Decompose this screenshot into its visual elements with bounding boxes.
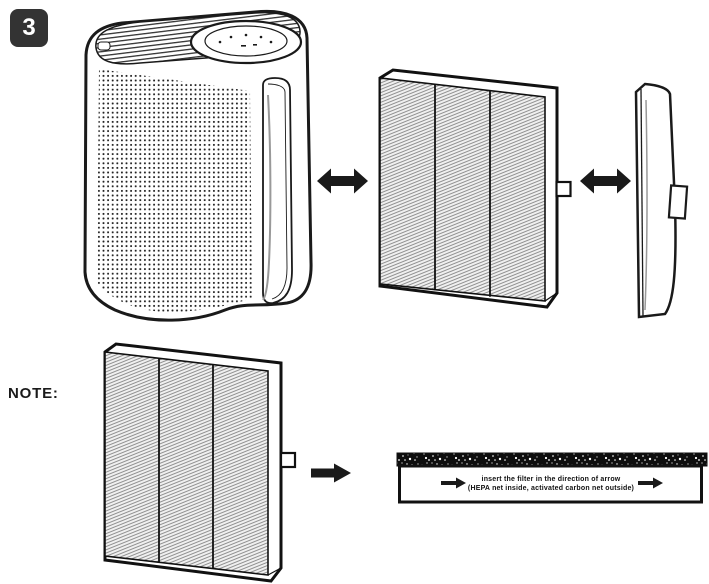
purifier-door-inner-line (267, 83, 288, 300)
control-panel (189, 19, 303, 65)
cover-pull-tab (667, 184, 689, 220)
swap-arrow-right-icon (580, 168, 631, 194)
box-arrow-left-icon (441, 477, 466, 489)
box-arrow-right-icon (638, 477, 663, 489)
instruction-box (398, 464, 703, 504)
insert-arrow-icon (311, 463, 351, 483)
note-filter-pull-tab (279, 451, 297, 469)
purifier-top-latch (97, 41, 111, 51)
filter-panel-illustration (378, 68, 572, 309)
filter-pull-tab (555, 180, 572, 198)
step-number-badge: 3 (10, 9, 48, 47)
carbon-net-bar (396, 452, 708, 467)
filter-edge-line (544, 292, 558, 302)
filter-front-face (379, 77, 546, 302)
note-filter-front-face (104, 351, 269, 576)
note-label: NOTE: (8, 385, 59, 402)
note-filter-edge-line (267, 567, 282, 576)
swap-arrow-left-icon (317, 168, 368, 194)
cover-front-edge (640, 88, 644, 317)
instruction-line-1: insert the filter in the direction of ar… (481, 475, 621, 483)
control-button-icons (218, 33, 273, 47)
instruction-line-2: (HEPA net inside, activated carbon net o… (467, 485, 635, 492)
purifier-front-grille (97, 69, 252, 313)
purifier-door-groove (262, 77, 293, 305)
purifier-door-shade (262, 94, 272, 301)
back-cover-illustration (634, 82, 689, 319)
cover-shade (644, 99, 648, 311)
note-filter-illustration (103, 342, 297, 583)
instruction-text: insert the filter in the direction of ar… (400, 466, 702, 502)
air-purifier-illustration (83, 9, 313, 322)
